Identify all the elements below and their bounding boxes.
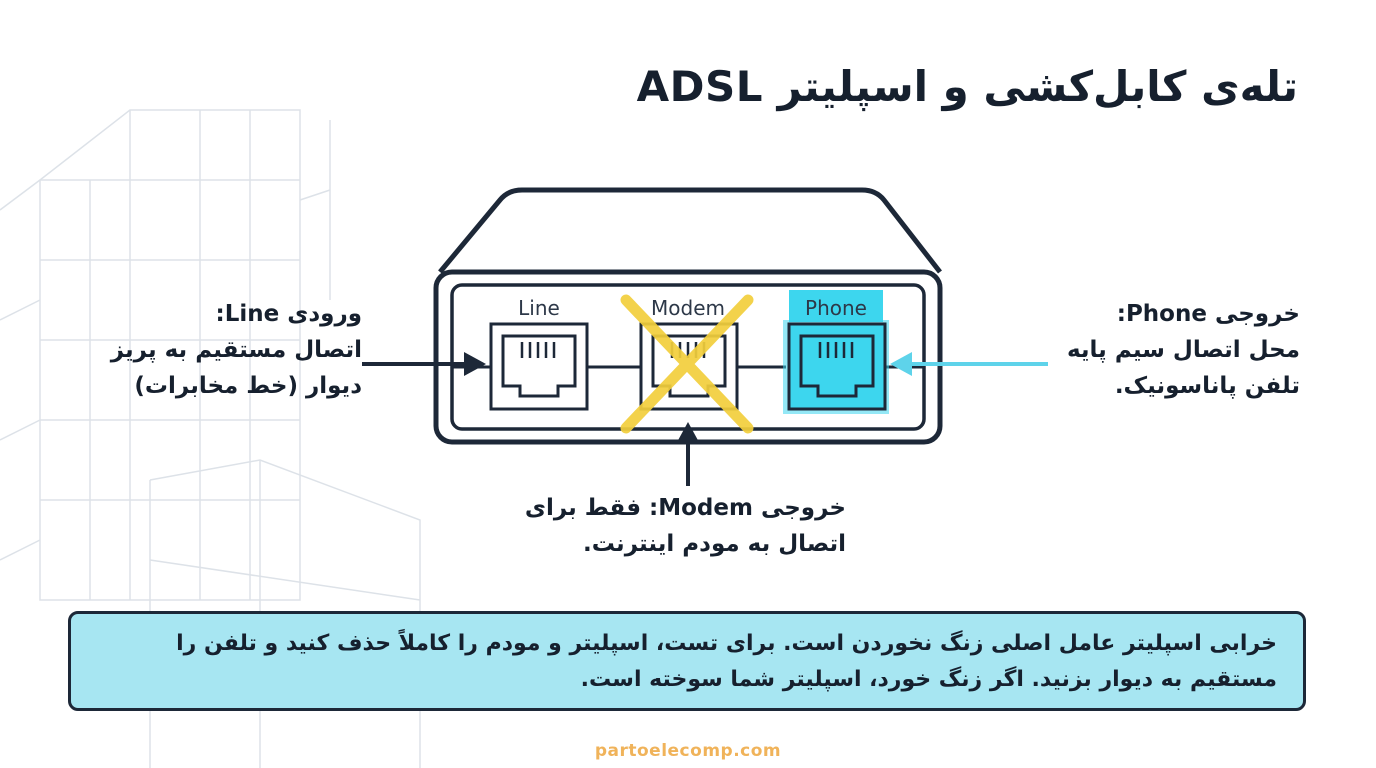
phone-port-label: Phone	[805, 296, 867, 320]
line-port-label: Line	[518, 296, 560, 320]
modem-cross-icon	[620, 294, 754, 434]
troubleshooting-note: خرابی اسپلیتر عامل اصلی زنگ نخوردن است. …	[68, 611, 1306, 711]
page-title: تله‌ی کابل‌کشی و اسپلیتر ADSL	[636, 62, 1298, 111]
modem-arrow-icon	[676, 422, 700, 486]
splitter-housing-top	[438, 187, 942, 274]
modem-output-label: خروجی Modem: فقط برای اتصال به مودم اینت…	[525, 490, 846, 562]
phone-port-label-highlight	[789, 290, 883, 322]
line-port: Line	[489, 296, 589, 411]
footer-website: partoelecomp.com	[594, 741, 782, 761]
modem-output-heading: خروجی Modem: فقط برای	[524, 495, 846, 521]
phone-arrow-icon	[890, 352, 1048, 376]
phone-output-description: محل اتصال سیم پایه تلفن پاناسونیک.	[1066, 337, 1300, 399]
line-input-description: اتصال مستقیم به پریز دیوار (خط مخابرات)	[110, 337, 362, 399]
line-input-heading: ورودی Line:	[215, 301, 362, 327]
phone-output-label: خروجی Phone: محل اتصال سیم پایه تلفن پان…	[1067, 296, 1300, 404]
line-input-label: ورودی Line: اتصال مستقیم به پریز دیوار (…	[111, 296, 362, 404]
phone-port: Phone	[783, 290, 889, 414]
line-arrow-icon	[362, 352, 486, 376]
modem-output-description: اتصال به مودم اینترنت.	[582, 531, 846, 557]
phone-output-heading: خروجی Phone:	[1116, 301, 1300, 327]
note-line-2: مستقیم به دیوار بزنید. اگر زنگ خورد، اسپ…	[580, 667, 1277, 692]
modem-port-label: Modem	[651, 296, 725, 320]
note-line-1: خرابی اسپلیتر عامل اصلی زنگ نخوردن است. …	[176, 631, 1277, 656]
